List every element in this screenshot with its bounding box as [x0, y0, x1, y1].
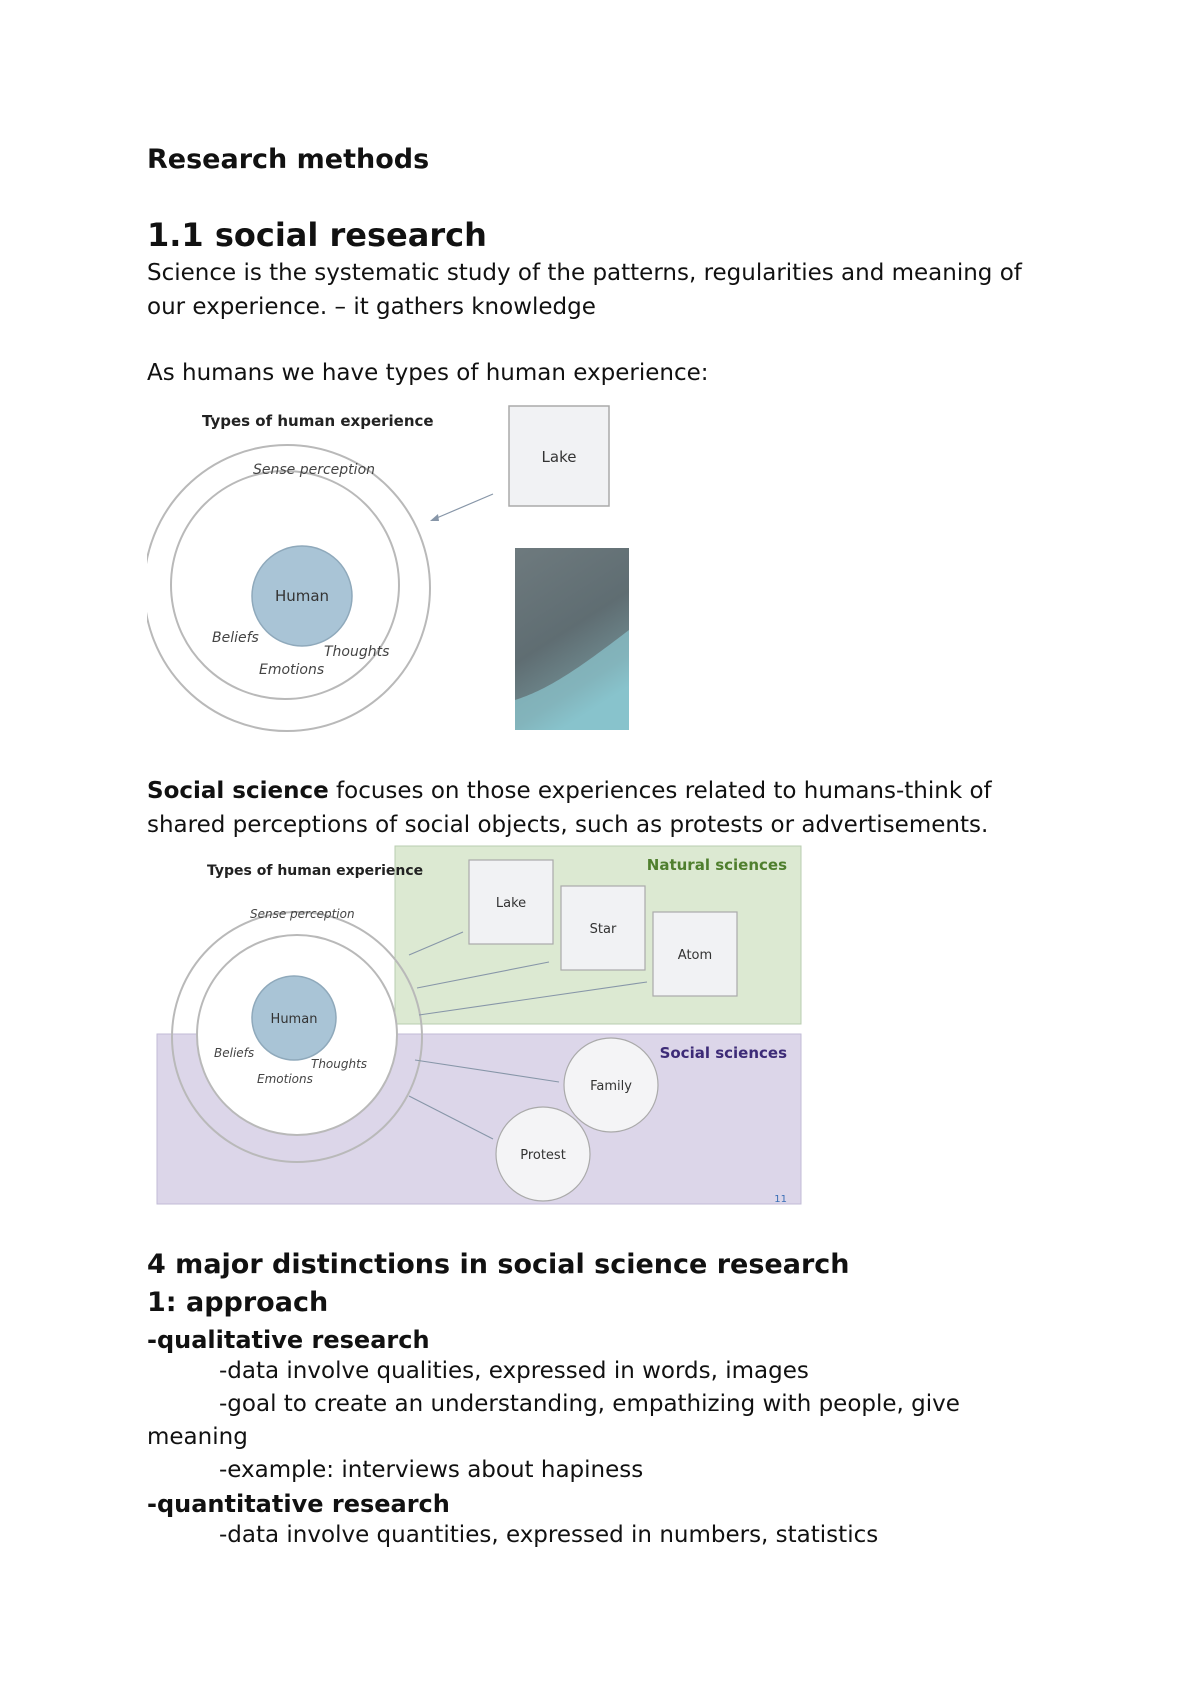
sense-perception-label-2: Sense perception [250, 907, 355, 921]
human-circle-2 [251, 975, 337, 1061]
human-label-2: Human [271, 1012, 318, 1027]
atom-label: Atom [678, 948, 712, 963]
family-circle [563, 1037, 659, 1133]
lake-box [508, 405, 610, 507]
types-intro: As humans we have types of human experie… [147, 360, 709, 386]
qualitative-item: -example: interviews about hapiness [219, 1457, 644, 1483]
figure2-title: Types of human experience [207, 863, 423, 879]
arrow-line [431, 493, 494, 521]
sense-perception-ring [147, 444, 431, 732]
distinctions-heading: 4 major distinctions in social science r… [147, 1249, 850, 1280]
approach-heading: 1: approach [147, 1287, 329, 1318]
beliefs-label: Beliefs [212, 630, 259, 646]
slide-number: 11 [774, 1194, 787, 1205]
emotions-label-2: Emotions [257, 1072, 313, 1086]
family-label: Family [590, 1079, 632, 1094]
star-label: Star [590, 922, 617, 937]
thoughts-label-2: Thoughts [311, 1057, 367, 1071]
star-box [560, 885, 646, 971]
beliefs-label-2: Beliefs [214, 1046, 254, 1060]
figure-types-of-human-experience: Types of human experience Sense percepti… [147, 405, 629, 732]
quantitative-heading: -quantitative research [147, 1490, 450, 1518]
atom-box [652, 911, 738, 997]
lake-label-2: Lake [496, 896, 526, 911]
sense-perception-ring-2 [171, 911, 423, 1163]
lake-label: Lake [542, 448, 577, 466]
qualitative-item: -goal to create an understanding, empath… [219, 1391, 960, 1417]
emotions-label: Emotions [259, 662, 324, 678]
human-circle [251, 545, 353, 647]
intro-paragraph: Science is the systematic study of the p… [147, 260, 1022, 320]
social-science-rest: focuses on those experiences related to … [147, 778, 992, 838]
figure2-arrows [408, 931, 648, 1140]
figure1-title: Types of human experience [202, 412, 434, 430]
quantitative-item: -data involve quantities, expressed in n… [219, 1522, 879, 1548]
qualitative-heading: -qualitative research [147, 1326, 430, 1354]
social-sciences-label: Social sciences [660, 1044, 788, 1062]
social-science-term: Social science [147, 778, 329, 804]
social-science-paragraph: Social science focuses on those experien… [147, 774, 1067, 842]
protest-label: Protest [520, 1148, 566, 1163]
figure-natural-vs-social-sciences: Natural sciences Social sciences Types o… [147, 842, 807, 1212]
qualitative-item-continued: meaning [147, 1424, 248, 1450]
sense-perception-label: Sense perception [253, 462, 375, 478]
protest-circle [495, 1106, 591, 1202]
document-title: Research methods [147, 144, 430, 175]
natural-sciences-label: Natural sciences [647, 856, 787, 874]
human-label: Human [275, 587, 329, 605]
lake-box-2 [468, 859, 554, 945]
lake-water [515, 630, 629, 730]
thoughts-label: Thoughts [324, 644, 389, 660]
section-title: 1.1 social research [147, 216, 487, 254]
arrowhead [430, 514, 439, 521]
qualitative-item: -data involve qualities, expressed in wo… [219, 1358, 809, 1384]
